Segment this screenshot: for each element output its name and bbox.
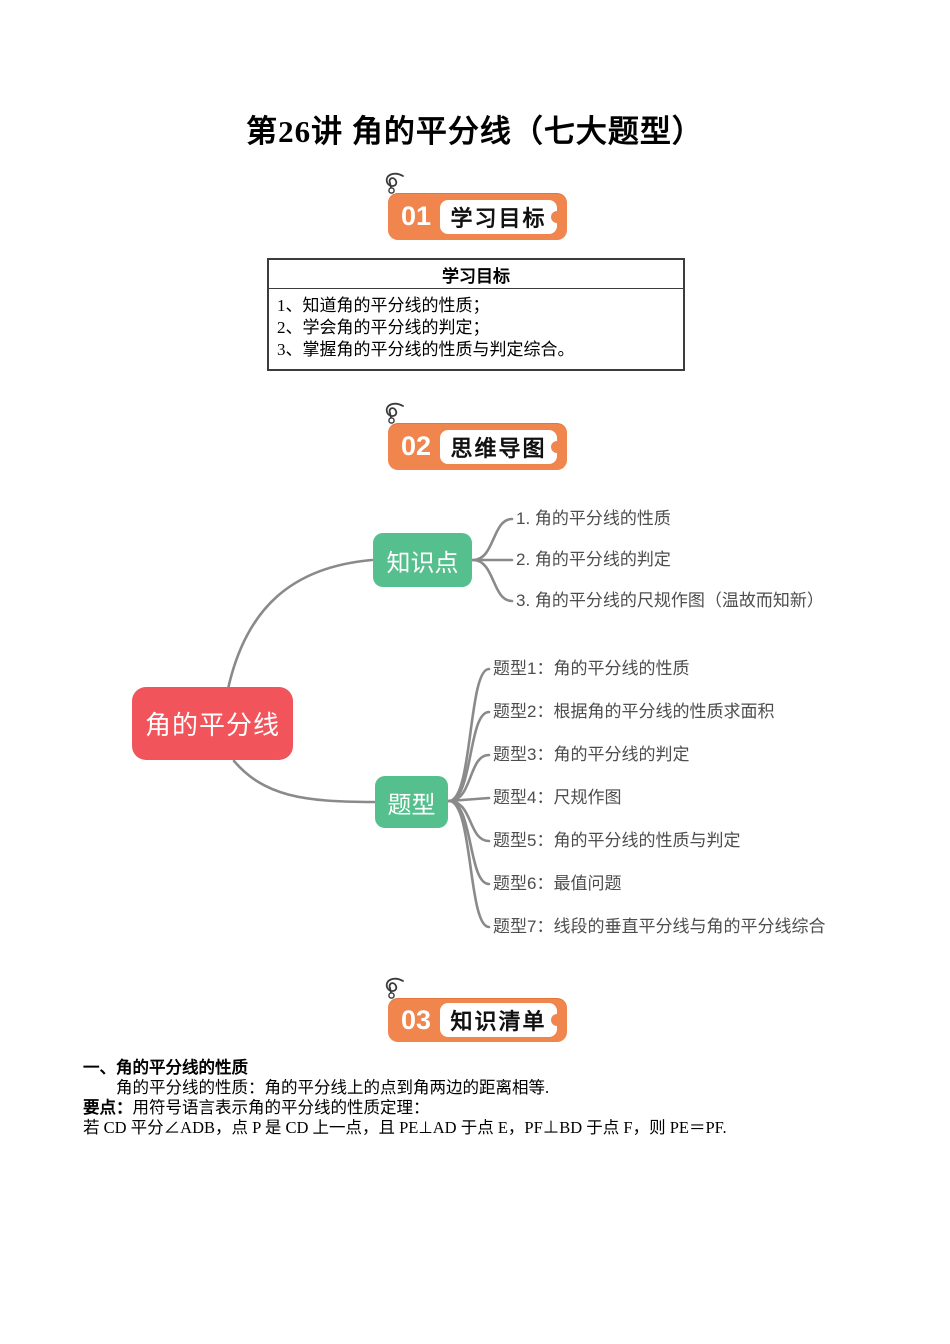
objectives-table-header: 学习目标 xyxy=(269,260,683,289)
mindmap-leaf: 题型7：线段的垂直平分线与角的平分线综合 xyxy=(493,917,826,936)
section-number: 02 xyxy=(400,431,432,461)
knowledge-point-text: 用符号语言表示角的平分线的性质定理： xyxy=(132,1098,430,1117)
knowledge-point-label: 要点： xyxy=(83,1099,133,1117)
knowledge-property-line: 角的平分线的性质：角的平分线上的点到角两边的距离相等. xyxy=(116,1078,550,1097)
section-label: 知识清单 xyxy=(440,1003,557,1037)
mindmap-leaf: 题型5：角的平分线的性质与判定 xyxy=(493,831,741,850)
knowledge-heading: 一、角的平分线的性质 xyxy=(83,1059,248,1077)
knowledge-symbol-line: 若 CD 平分∠ADB，点 P 是 CD 上一点，且 PE⊥AD 于点 E，PF… xyxy=(83,1118,727,1137)
section-badge-mind-map: 02 思维导图 xyxy=(385,402,567,470)
section-label: 思维导图 xyxy=(440,429,557,464)
page-title: 第26讲 角的平分线（七大题型） xyxy=(246,114,704,149)
section-number: 01 xyxy=(400,201,432,231)
mindmap-leaf: 题型1：角的平分线的性质 xyxy=(493,659,690,678)
pin-squiggle-icon xyxy=(385,172,404,194)
objective-row: 3、掌握角的平分线的性质与判定综合。 xyxy=(277,340,575,359)
section-badge-learning-goals: 01 学习目标 xyxy=(385,172,567,240)
objective-row: 1、知道角的平分线的性质； xyxy=(277,296,490,315)
section-number: 03 xyxy=(400,1004,432,1035)
knowledge-section: 一、角的平分线的性质 角的平分线的性质：角的平分线上的点到角两边的距离相等. 要… xyxy=(83,1058,883,1138)
mindmap-leaf: 题型3：角的平分线的判定 xyxy=(493,745,690,764)
knowledge-point-line: 要点：用符号语言表示角的平分线的性质定理： xyxy=(83,1098,883,1118)
pin-squiggle-icon xyxy=(385,977,404,999)
mindmap-branch-knowledge: 知识点 xyxy=(373,533,472,587)
mindmap-leaf: 题型6：最值问题 xyxy=(493,874,622,893)
objectives-table: 学习目标 1、知道角的平分线的性质； 2、学会角的平分线的判定； 3、掌握角的平… xyxy=(267,258,685,371)
mindmap-leaf: 3. 角的平分线的尺规作图（温故而知新） xyxy=(516,591,824,610)
mindmap-root-node: 角的平分线 xyxy=(132,687,293,760)
mindmap-leaf: 1. 角的平分线的性质 xyxy=(516,509,671,528)
objectives-table-body: 1、知道角的平分线的性质； 2、学会角的平分线的判定； 3、掌握角的平分线的性质… xyxy=(269,289,683,361)
section-badge-knowledge-list: 03 知识清单 xyxy=(385,977,567,1042)
mindmap-leaf: 题型2：根据角的平分线的性质求面积 xyxy=(493,702,775,721)
pin-squiggle-icon xyxy=(385,402,404,424)
mindmap-leaf: 2. 角的平分线的判定 xyxy=(516,550,671,569)
section-label: 学习目标 xyxy=(440,199,557,234)
objective-row: 2、学会角的平分线的判定； xyxy=(277,318,490,337)
mindmap-leaf: 题型4：尺规作图 xyxy=(493,788,622,807)
mindmap-branch-problem-types: 题型 xyxy=(375,776,448,828)
